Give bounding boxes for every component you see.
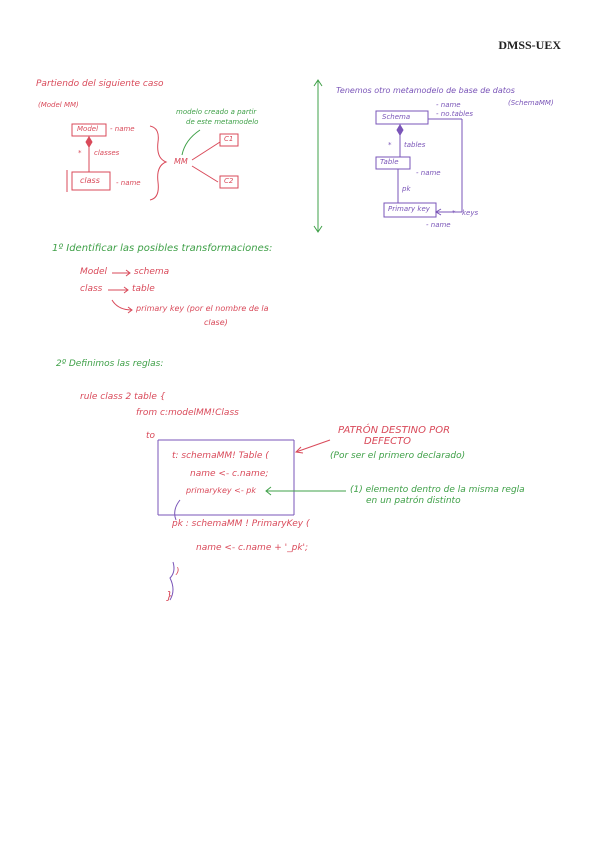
rule-pk-decl: pk : schemaMM ! PrimaryKey ( (172, 519, 310, 529)
rule-close-paren: ) (176, 567, 180, 577)
classes-label: classes (94, 149, 120, 157)
patron-line2: DEFECTO (364, 436, 412, 447)
rule-header: rule class 2 table { (80, 392, 166, 402)
schema-attr-name: - name (436, 101, 461, 109)
class-box-label: class (80, 176, 100, 185)
composition-diamond (85, 136, 93, 148)
step1-from-model: Model (80, 267, 108, 277)
patron-line1: PATRÓN DESTINO POR (338, 425, 451, 436)
table-box-label: Table (380, 158, 399, 166)
rule-to-keyword: to (146, 431, 156, 441)
pk-name-attr: - name (426, 221, 451, 229)
keys-multiplicity: * (452, 209, 456, 217)
arrow-to-c2 (191, 165, 219, 183)
right-intro: Tenemos otro metamodelo de base de datos (336, 86, 515, 95)
note-line1: (1) elemento dentro de la misma regla (350, 485, 525, 495)
arrow-to-primary-key (111, 299, 133, 311)
step1-pk-line1: primary key (por el nombre de la (136, 304, 269, 313)
created-note-line1: modelo creado a partir (176, 108, 257, 116)
class-box (71, 171, 111, 191)
tables-label: tables (404, 141, 426, 149)
rule-pk-name: name <- c.name + '_pk'; (196, 543, 309, 553)
pk-label: pk (402, 185, 411, 193)
class-name-attr: - name (116, 179, 141, 187)
class-multiplicity: * (78, 149, 82, 157)
primary-key-box (383, 202, 437, 218)
table-box (375, 156, 411, 170)
table-name-attr: - name (416, 169, 441, 177)
c1-label: C1 (224, 135, 234, 143)
schema-box-label: Schema (382, 113, 411, 121)
step1-to-schema: schema (134, 267, 170, 277)
mm-label: MM (174, 157, 188, 166)
c1-box (219, 133, 239, 147)
grouping-brace (149, 125, 168, 201)
model-mm-label: (Model MM) (38, 101, 79, 109)
arrow-to-c1 (191, 141, 221, 161)
step1-title: 1º Identificar las posibles transformaci… (52, 243, 273, 254)
left-intro: Partiendo del siguiente caso (36, 79, 164, 89)
note-line2: en un patrón distinto (366, 496, 461, 506)
keys-label: keys (462, 209, 479, 217)
rule-close-brace: } (166, 589, 173, 602)
step2-title: 2º Definimos las reglas: (56, 359, 164, 369)
model-name-attr: - name (110, 125, 135, 133)
primary-key-box-label: Primary key (388, 205, 430, 213)
step1-pk-line2: clase) (204, 318, 228, 327)
tables-multiplicity: * (388, 141, 392, 149)
step1-to-table: table (132, 284, 155, 294)
arrow-patron-to-box (295, 439, 331, 453)
c2-label: C2 (224, 177, 234, 185)
model-box-label: Model (77, 125, 99, 133)
schema-mm-label: (SchemaMM) (508, 99, 554, 107)
rule-from-line: from c:modelMM!Class (136, 408, 239, 418)
rule-name-line: name <- c.name; (190, 469, 269, 479)
page-header-title: DMSS-UEX (498, 38, 561, 52)
patron-line3: (Por ser el primero declarado) (330, 451, 466, 461)
divider-arrow (313, 79, 323, 233)
schema-box (375, 110, 429, 125)
rule-pk-assign: primarykey <- pk (186, 486, 256, 495)
c2-box (219, 175, 239, 189)
rule-t-line: t: schemaMM! Table ( (172, 451, 269, 461)
schema-attr-notables: - no.tables (436, 110, 474, 118)
created-note-line2: de este metamodelo (186, 118, 259, 126)
step1-from-class: class (80, 284, 103, 294)
